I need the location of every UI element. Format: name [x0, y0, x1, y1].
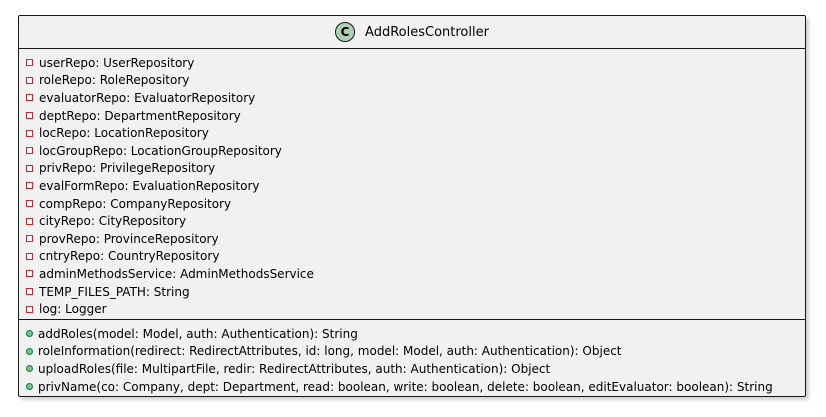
- class-box-add-roles-controller: C AddRolesController userRepo: UserRepos…: [18, 15, 806, 397]
- private-visibility-icon: [26, 288, 33, 296]
- private-visibility-icon: [26, 305, 33, 313]
- field-row: roleRepo: RoleRepository: [19, 72, 805, 90]
- field-text: locGroupRepo: LocationGroupRepository: [39, 143, 282, 158]
- field-text: locRepo: LocationRepository: [39, 126, 209, 141]
- public-visibility-icon: [26, 383, 33, 391]
- field-text: deptRepo: DepartmentRepository: [39, 108, 241, 123]
- private-visibility-icon: [26, 164, 33, 172]
- field-text: adminMethodsService: AdminMethodsService: [39, 266, 314, 281]
- field-row: log: Logger: [19, 300, 805, 318]
- class-stereotype-icon: C: [335, 22, 356, 42]
- method-row: addRoles(model: Model, auth: Authenticat…: [19, 325, 805, 343]
- field-text: cityRepo: CityRepository: [39, 214, 187, 229]
- public-visibility-icon: [26, 330, 33, 338]
- field-text: evaluatorRepo: EvaluatorRepository: [39, 90, 256, 105]
- field-row: privRepo: PrivilegeRepository: [19, 160, 805, 178]
- field-row: deptRepo: DepartmentRepository: [19, 107, 805, 125]
- class-header: C AddRolesController: [19, 16, 805, 49]
- private-visibility-icon: [26, 270, 33, 278]
- field-row: locGroupRepo: LocationGroupRepository: [19, 142, 805, 160]
- public-visibility-icon: [26, 365, 33, 373]
- field-row: userRepo: UserRepository: [19, 54, 805, 72]
- private-visibility-icon: [26, 252, 33, 260]
- private-visibility-icon: [26, 217, 33, 225]
- private-visibility-icon: [26, 112, 33, 120]
- field-text: evalFormRepo: EvaluationRepository: [39, 178, 260, 193]
- field-text: log: Logger: [39, 302, 107, 317]
- method-text: privName(co: Company, dept: Department, …: [38, 379, 773, 394]
- method-row: privName(co: Company, dept: Department, …: [19, 378, 805, 396]
- private-visibility-icon: [26, 235, 33, 243]
- field-row: evaluatorRepo: EvaluatorRepository: [19, 89, 805, 107]
- field-text: TEMP_FILES_PATH: String: [39, 284, 190, 299]
- field-row: provRepo: ProvinceRepository: [19, 230, 805, 248]
- method-text: uploadRoles(file: MultipartFile, redir: …: [38, 361, 551, 376]
- private-visibility-icon: [26, 76, 33, 84]
- field-text: compRepo: CompanyRepository: [39, 196, 232, 211]
- field-row: TEMP_FILES_PATH: String: [19, 283, 805, 301]
- field-row: cntryRepo: CountryRepository: [19, 248, 805, 266]
- public-visibility-icon: [26, 347, 33, 355]
- field-row: locRepo: LocationRepository: [19, 124, 805, 142]
- field-row: evalFormRepo: EvaluationRepository: [19, 177, 805, 195]
- method-row: roleInformation(redirect: RedirectAttrib…: [19, 343, 805, 361]
- private-visibility-icon: [26, 59, 33, 67]
- methods-compartment: addRoles(model: Model, auth: Authenticat…: [19, 320, 805, 399]
- field-row: adminMethodsService: AdminMethodsService: [19, 265, 805, 283]
- field-text: userRepo: UserRepository: [39, 55, 195, 70]
- field-row: cityRepo: CityRepository: [19, 212, 805, 230]
- method-text: roleInformation(redirect: RedirectAttrib…: [38, 344, 622, 359]
- field-text: privRepo: PrivilegeRepository: [39, 161, 216, 176]
- private-visibility-icon: [26, 129, 33, 137]
- field-row: compRepo: CompanyRepository: [19, 195, 805, 213]
- private-visibility-icon: [26, 147, 33, 155]
- class-name: AddRolesController: [365, 24, 489, 40]
- fields-compartment: userRepo: UserRepository roleRepo: RoleR…: [19, 49, 805, 320]
- private-visibility-icon: [26, 94, 33, 102]
- private-visibility-icon: [26, 182, 33, 190]
- field-text: provRepo: ProvinceRepository: [39, 231, 219, 246]
- field-text: cntryRepo: CountryRepository: [39, 249, 220, 264]
- method-text: addRoles(model: Model, auth: Authenticat…: [38, 326, 358, 341]
- private-visibility-icon: [26, 200, 33, 208]
- field-text: roleRepo: RoleRepository: [39, 73, 190, 88]
- method-row: uploadRoles(file: MultipartFile, redir: …: [19, 360, 805, 378]
